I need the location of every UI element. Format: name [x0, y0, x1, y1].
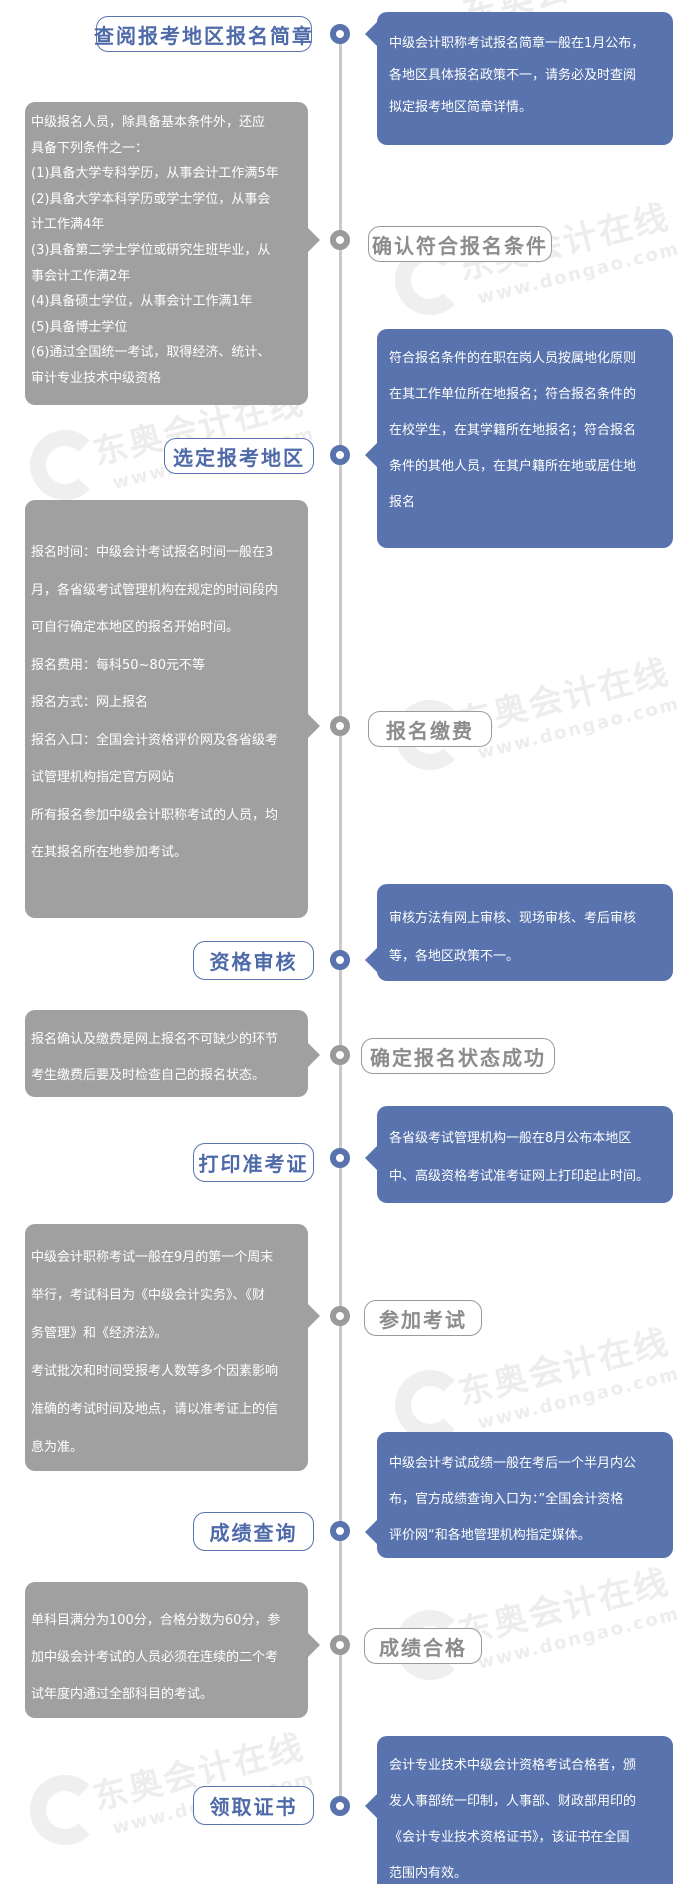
- watermark-url: www.dongao.com: [475, 1603, 683, 1674]
- timeline-node-icon: [330, 445, 350, 465]
- step-detail-qualification-review: 审核方法有网上审核、现场审核、考后审核 等，各地区政策不一。: [365, 884, 673, 981]
- pointer-arrow-icon: [308, 1043, 320, 1067]
- pointer-arrow-icon: [365, 948, 377, 972]
- step-label-confirm-status: 确定报名状态成功: [361, 1038, 555, 1074]
- dongao-logo-icon: [395, 1370, 465, 1440]
- timeline-node-icon: [330, 1635, 350, 1655]
- step-detail-confirm-status: 报名确认及缴费是网上报名不可缺少的环节 考生缴费后要及时检查自己的报名状态。: [25, 1010, 320, 1097]
- timeline-line: [339, 33, 342, 1808]
- timeline-node-icon: [330, 950, 350, 970]
- step-detail-register-pay: 报名时间：中级会计考试报名时间一般在3 月，各省级考试管理机构在规定的时间段内 …: [25, 500, 320, 918]
- timeline-node-icon: [330, 1045, 350, 1065]
- step-label-qualification-review: 资格审核: [193, 941, 314, 980]
- timeline-node-icon: [330, 716, 350, 736]
- dongao-logo-icon: [30, 1775, 100, 1845]
- pointer-arrow-icon: [308, 228, 320, 252]
- step-label-print-admission: 打印准考证: [193, 1143, 314, 1182]
- watermark-url: www.dongao.com: [475, 693, 683, 764]
- step-label-take-exam: 参加考试: [364, 1300, 482, 1336]
- dongao-logo-icon: [30, 430, 100, 500]
- timeline-node-icon: [330, 1306, 350, 1326]
- watermark-url: www.dongao.com: [475, 1363, 683, 1434]
- step-detail-receive-certificate: 会计专业技术中级会计资格考试合格者，颁 发人事部统一印制，人事部、财政部用印的 …: [365, 1736, 673, 1884]
- step-label-select-region: 选定报考地区: [164, 438, 314, 474]
- pointer-arrow-icon: [365, 1146, 377, 1170]
- step-detail-print-admission: 各省级考试管理机构一般在8月公布本地区 中、高级资格考试准考证网上打印起止时间。: [365, 1106, 673, 1203]
- pointer-arrow-icon: [308, 714, 320, 738]
- pointer-arrow-icon: [365, 22, 377, 46]
- step-detail-pass-exam: 单科目满分为100分，合格分数为60分，参 加中级会计考试的人员必须在连续的二个…: [25, 1582, 320, 1718]
- step-label-pass-exam: 成绩合格: [364, 1628, 482, 1664]
- pointer-arrow-icon: [365, 1520, 377, 1544]
- step-label-score-inquiry: 成绩查询: [193, 1512, 314, 1551]
- step-detail-select-region: 符合报名条件的在职在岗人员按属地化原则 在其工作单位所在地报名；符合报名条件的 …: [365, 329, 673, 548]
- pointer-arrow-icon: [365, 443, 377, 467]
- step-label-register-pay: 报名缴费: [368, 711, 492, 747]
- step-label-receive-certificate: 领取证书: [193, 1786, 314, 1825]
- timeline-node-icon: [330, 1521, 350, 1541]
- pointer-arrow-icon: [365, 1794, 377, 1818]
- timeline-node-icon: [330, 230, 350, 250]
- step-label-check-brochure: 查阅报考地区报名简章: [94, 16, 312, 52]
- watermark-brand: 东奥会计在线: [454, 1322, 674, 1414]
- timeline-node-icon: [330, 24, 350, 44]
- step-detail-score-inquiry: 中级会计考试成绩一般在考后一个半月内公 布，官方成绩查询入口为：”全国会计资格 …: [365, 1432, 673, 1558]
- step-detail-confirm-eligibility: 中级报名人员，除具备基本条件外，还应 具备下列条件之一： (1)具备大学专科学历…: [25, 102, 320, 405]
- step-detail-check-brochure: 中级会计职称考试报名简章一般在1月公布， 各地区具体报名政策不一，请务必及时查阅…: [365, 12, 673, 145]
- step-detail-take-exam: 中级会计职称考试一般在9月的第一个周末 举行，考试科目为《中级会计实务》、《财 …: [25, 1224, 320, 1471]
- timeline-node-icon: [330, 1148, 350, 1168]
- pointer-arrow-icon: [308, 1304, 320, 1328]
- step-label-confirm-eligibility: 确认符合报名条件: [368, 226, 552, 262]
- timeline-node-icon: [330, 1796, 350, 1816]
- watermark-brand: 东奥会计在线: [454, 1562, 674, 1654]
- pointer-arrow-icon: [308, 1633, 320, 1657]
